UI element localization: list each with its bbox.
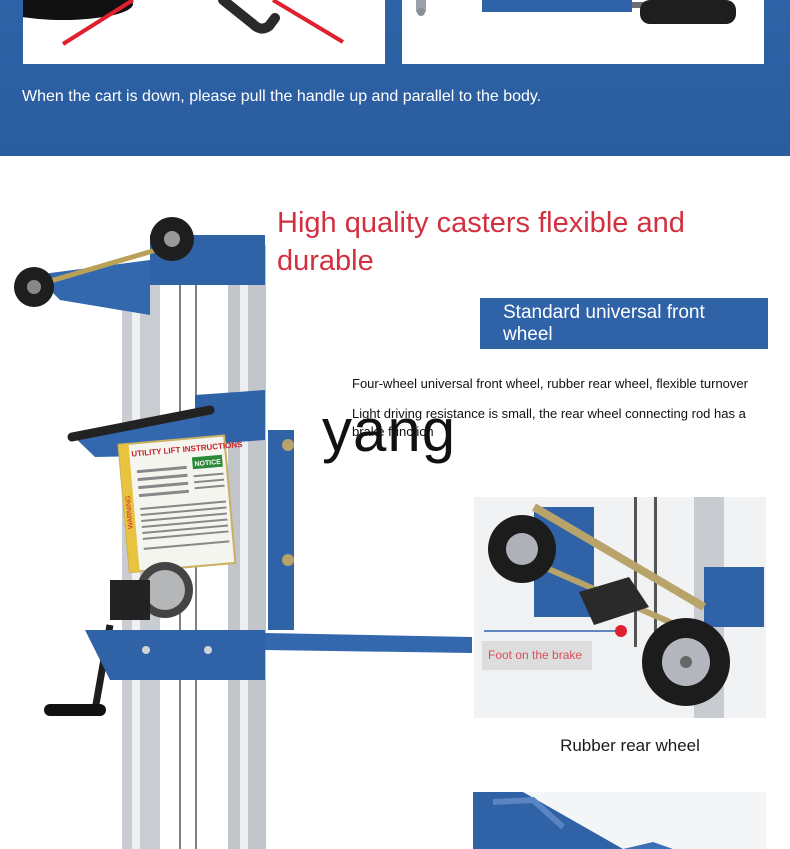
top-wheel-right-hub: [164, 231, 180, 247]
rear-wheel-illustration: [484, 497, 764, 718]
feature-description-1: Four-wheel universal front wheel, rubber…: [352, 376, 748, 391]
bottom-fork-illustration: [473, 792, 673, 849]
middle-carriage: [195, 390, 265, 445]
side-bracket: [268, 430, 294, 630]
placard-warning: WARNING: [125, 495, 135, 529]
handle-photo-right: [402, 0, 764, 64]
mast-right-highlight: [240, 245, 248, 849]
feature-headline: High quality casters flexible and durabl…: [277, 207, 685, 277]
fork-carriage: [85, 630, 265, 680]
side-bolt-bottom: [282, 554, 294, 566]
push-handle: [67, 405, 215, 442]
placard-notice: NOTICE: [194, 459, 221, 468]
rear-wheel-caption: Rubber rear wheel: [560, 736, 700, 755]
front-wheel-tag: Standard universal front wheel: [480, 298, 768, 349]
fork-arm: [265, 633, 472, 653]
watermark-text: yang: [322, 397, 457, 464]
winch-cable-spool: [145, 570, 185, 610]
side-bolt-top: [282, 439, 294, 451]
winch-gearbox: [110, 580, 150, 620]
top-banner: When the cart is down, please pull the h…: [0, 0, 790, 156]
brake-label: Foot on the brake: [482, 641, 592, 670]
instruction-placard: UTILITY LIFT INSTRUCTIONS NOTICE WARNING: [117, 434, 243, 574]
feature-description-2: Light driving resistance is small, the r…: [352, 406, 746, 439]
top-arm: [35, 260, 150, 315]
bottom-photo: [473, 792, 766, 849]
handle-illustration-left: [23, 0, 345, 46]
band-caption: When the cart is down, please pull the h…: [22, 88, 542, 105]
handle-photo-left: [23, 0, 385, 64]
handle-illustration-right: [416, 0, 736, 24]
top-wheel-left-hub: [27, 280, 41, 294]
material-lifter-illustration: UTILITY LIFT INSTRUCTIONS NOTICE WARNING: [14, 217, 472, 849]
rear-wheel-photo: Foot on the brake: [474, 497, 766, 718]
